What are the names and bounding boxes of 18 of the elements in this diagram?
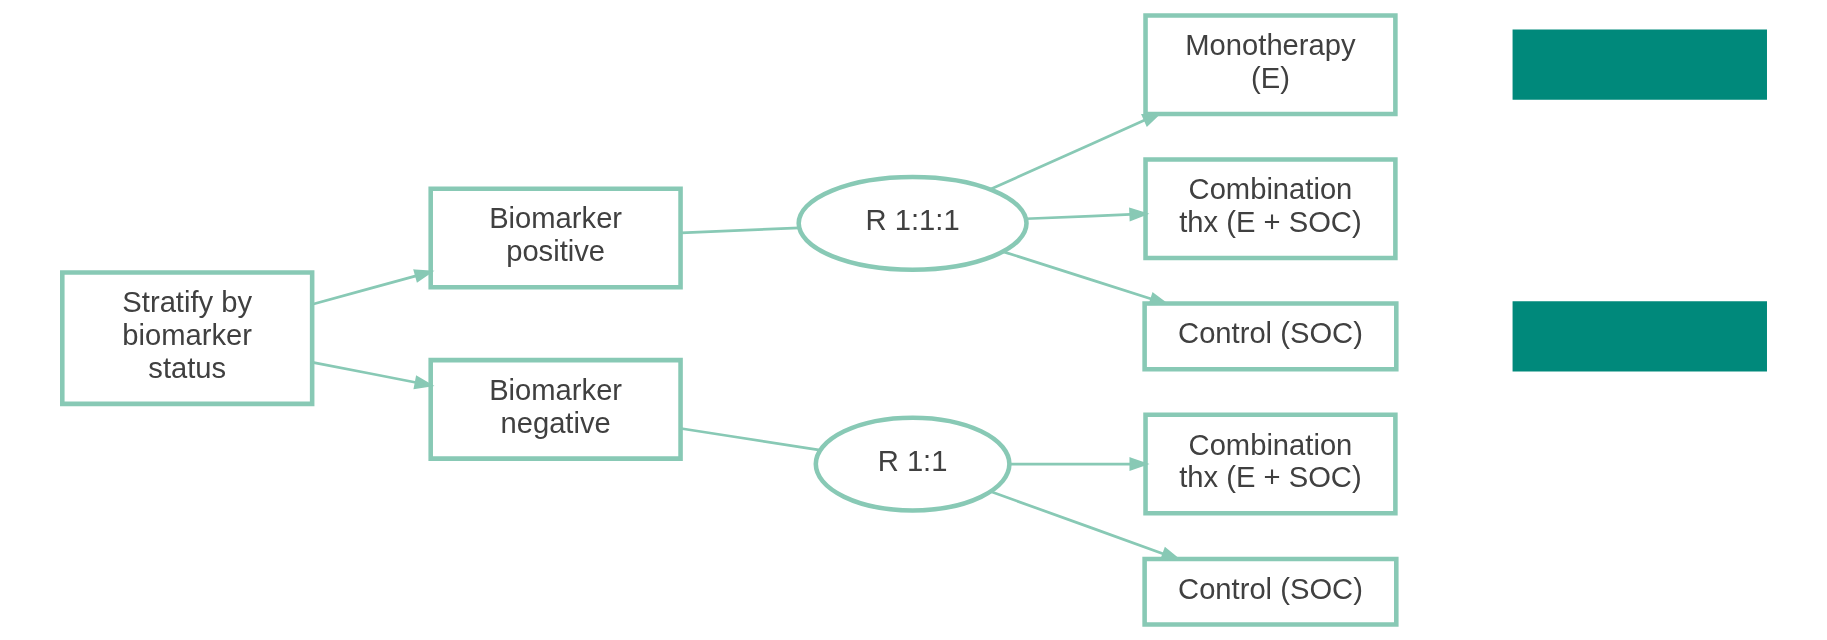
connector [680,427,821,452]
node-box: Stratify by biomarker status [60,270,315,407]
arrow [1009,457,1150,472]
node-box: Monotherapy (E) [1143,13,1398,117]
node-box: Biomarker negative [428,357,683,461]
node-box: Control (SOC) [1142,301,1399,372]
arrow [312,269,435,306]
node-ellipse: R 1:1:1 [796,174,1029,272]
node-box: Combination thx (E + SOC) [1143,157,1398,261]
node-ellipse: R 1:1 [813,415,1012,513]
node-bar [1512,29,1767,100]
node-bar [1512,301,1767,372]
node-box: Control (SOC) [1142,556,1399,627]
arrow [312,360,435,390]
arrow [1025,207,1150,222]
connector [680,226,800,235]
node-box: Combination thx (E + SOC) [1143,412,1398,516]
node-box: Biomarker positive [428,186,683,290]
